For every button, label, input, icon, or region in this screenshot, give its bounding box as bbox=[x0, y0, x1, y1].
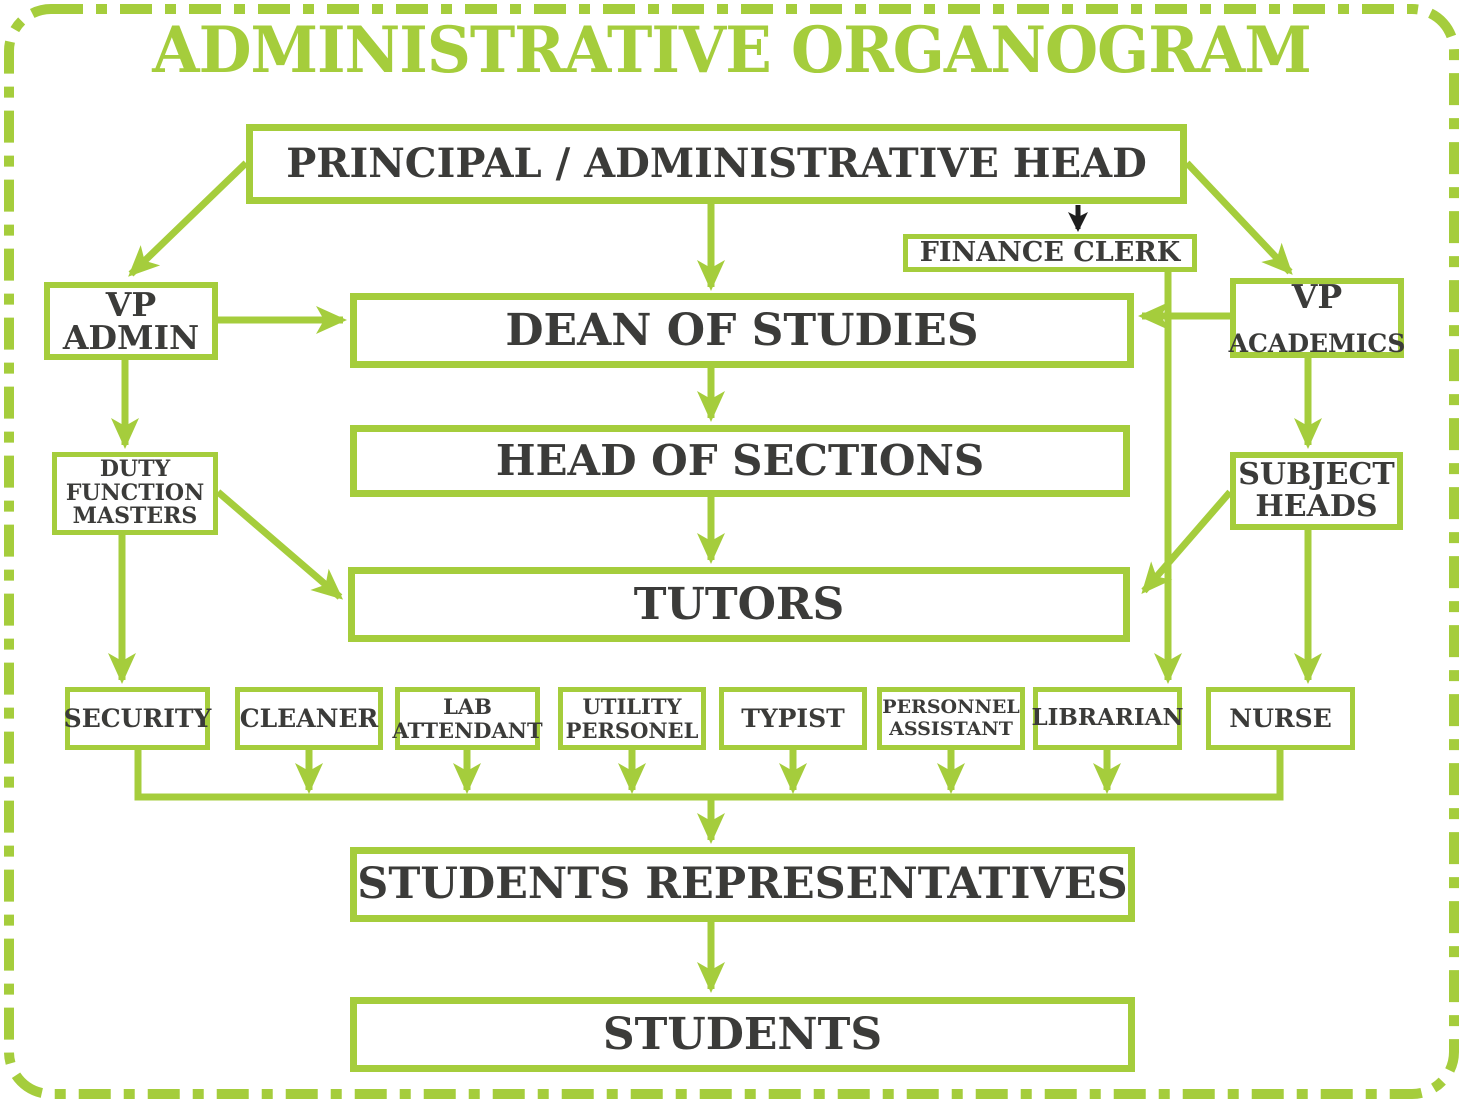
connector-principal-to-vp-admin bbox=[128, 160, 249, 277]
node-tutors: TUTORS bbox=[348, 567, 1130, 642]
node-security: SECURITY bbox=[64, 687, 211, 750]
node-dean-of-studies: DEAN OF STUDIES bbox=[350, 293, 1134, 368]
node-utility-personel: UTILITY PERSONEL bbox=[558, 687, 706, 750]
node-students: STUDENTS bbox=[350, 997, 1135, 1072]
connector-subject-heads-to-tutors bbox=[1141, 489, 1233, 595]
node-finance-clerk: FINANCE CLERK bbox=[903, 234, 1197, 272]
node-students-representatives: STUDENTS REPRESENTATIVES bbox=[350, 847, 1135, 922]
node-typist: TYPIST bbox=[719, 687, 867, 750]
node-vp-admin: VP ADMIN bbox=[44, 282, 218, 360]
node-cleaner: CLEANER bbox=[235, 687, 383, 750]
node-duty-function-masters: DUTY FUNCTION MASTERS bbox=[52, 452, 218, 535]
vp-academics-line1: VP bbox=[1291, 277, 1343, 317]
diagram-title: ADMINISTRATIVE ORGANOGRAM bbox=[152, 14, 1311, 88]
node-principal: PRINCIPAL / ADMINISTRATIVE HEAD bbox=[246, 124, 1187, 204]
vp-academics-line2: ACADEMICS bbox=[1228, 328, 1406, 358]
node-librarian: LIBRARIAN bbox=[1031, 687, 1184, 750]
node-vp-academics: VP ACADEMICS bbox=[1228, 277, 1406, 358]
node-lab-attendant: LAB ATTENDANT bbox=[392, 687, 543, 750]
node-personnel-assistant: PERSONNEL ASSISTANT bbox=[877, 687, 1025, 750]
node-nurse: NURSE bbox=[1206, 687, 1355, 750]
node-subject-heads: SUBJECT HEADS bbox=[1230, 452, 1403, 530]
node-head-of-sections: HEAD OF SECTIONS bbox=[350, 425, 1130, 497]
connector-duty-masters-to-tutors bbox=[215, 489, 344, 600]
page-border bbox=[4, 4, 1459, 1099]
connector-principal-to-vp-academics bbox=[1184, 160, 1293, 275]
